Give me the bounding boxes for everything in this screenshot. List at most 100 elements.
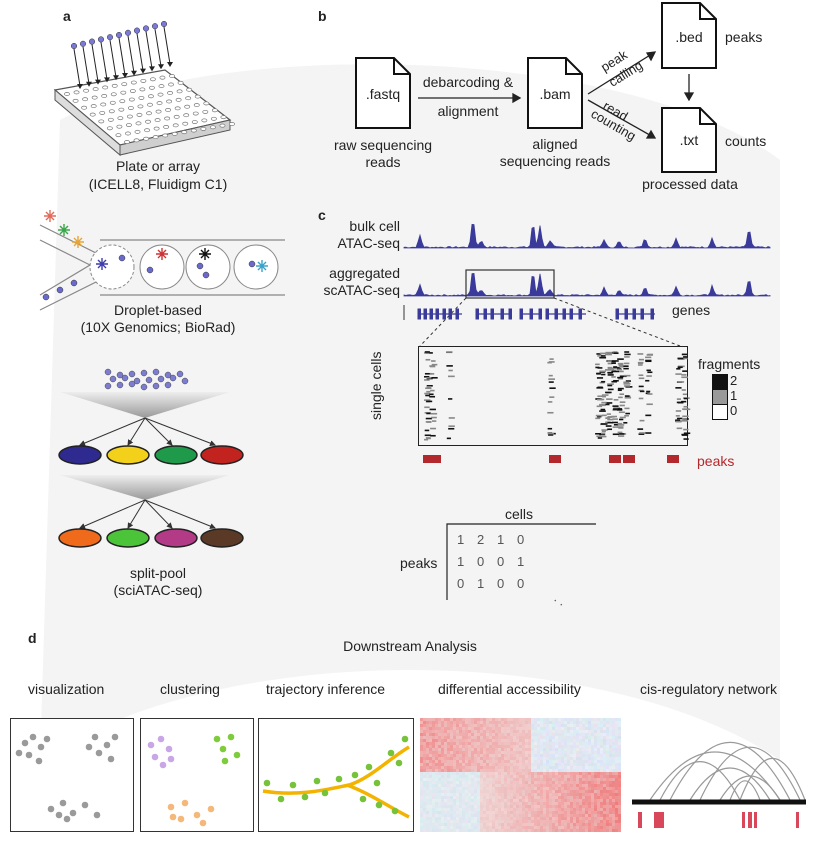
scatter-point bbox=[81, 801, 89, 809]
droplet-label: Droplet-based bbox=[114, 302, 202, 318]
trajectory-point bbox=[277, 795, 285, 803]
scatter-point bbox=[93, 811, 101, 819]
header-differential: differential accessibility bbox=[438, 681, 581, 697]
cluster-point bbox=[221, 757, 229, 765]
matrix-peaks-label: peaks bbox=[400, 555, 438, 571]
peak-region bbox=[796, 812, 799, 828]
plate-label: Plate or array bbox=[115, 158, 201, 174]
trajectory-point bbox=[335, 775, 343, 783]
plate-sub: (ICELL8, Fluidigm C1) bbox=[88, 176, 228, 192]
bed-label: .bed bbox=[675, 29, 703, 45]
split-pool-sub: (sciATAC-seq) bbox=[113, 582, 203, 598]
counts-output-label: counts bbox=[725, 133, 767, 149]
link-arc bbox=[739, 757, 806, 801]
bulk-track bbox=[403, 223, 771, 249]
link-arc bbox=[719, 775, 781, 801]
single-cell-fragments bbox=[424, 351, 691, 441]
step1-line1: debarcoding & bbox=[422, 74, 514, 90]
raw-reads-1: raw sequencing bbox=[333, 137, 433, 153]
panel-label-b: b bbox=[318, 8, 327, 24]
peak-region bbox=[654, 812, 664, 828]
header-trajectory: trajectory inference bbox=[266, 681, 386, 697]
fastq-file-icon: .fastq bbox=[356, 58, 410, 128]
matrix-cell: 0 bbox=[517, 576, 525, 591]
droplet-sub: (10X Genomics; BioRad) bbox=[80, 319, 236, 335]
raw-reads-2: reads bbox=[365, 154, 401, 170]
bed-file-icon: .bed bbox=[662, 3, 716, 68]
matrix-cell: 1 bbox=[477, 576, 485, 591]
peak-bar bbox=[623, 455, 635, 463]
panel-label-d: d bbox=[28, 630, 37, 646]
scatter-point bbox=[21, 739, 29, 747]
matrix-cell: 1 bbox=[517, 554, 525, 569]
cluster-point bbox=[199, 819, 207, 827]
trajectory-point bbox=[359, 795, 367, 803]
cluster-point bbox=[213, 735, 221, 743]
scatter-point bbox=[59, 799, 67, 807]
trajectory-point bbox=[263, 779, 271, 787]
cluster-point bbox=[147, 741, 155, 749]
genes-label: genes bbox=[672, 302, 711, 318]
header-clustering: clustering bbox=[160, 681, 220, 697]
peaks-red-label: peaks bbox=[697, 453, 735, 469]
cluster-point bbox=[233, 751, 241, 759]
scatter-point bbox=[95, 749, 103, 757]
gene-models bbox=[417, 308, 655, 320]
matrix-cell: 1 bbox=[457, 532, 465, 547]
peak-bar bbox=[423, 455, 441, 463]
link-arc bbox=[729, 780, 761, 801]
panel-label-a: a bbox=[63, 8, 71, 24]
single-cell-matrix bbox=[418, 346, 691, 446]
processed-data-label: processed data bbox=[642, 176, 738, 192]
scatter-point bbox=[107, 755, 115, 763]
legend-value-2: 2 bbox=[730, 373, 738, 388]
downstream-title: Downstream Analysis bbox=[343, 638, 477, 654]
scatter-point bbox=[91, 733, 99, 741]
link-arc bbox=[649, 751, 781, 801]
aggregated-track bbox=[403, 273, 771, 297]
link-arc bbox=[659, 761, 741, 801]
matrix-cell: 0 bbox=[517, 532, 525, 547]
trajectory-point bbox=[313, 777, 321, 785]
cluster-point bbox=[193, 811, 201, 819]
panel-label-c: c bbox=[318, 207, 326, 223]
trajectory-point bbox=[375, 801, 383, 809]
cluster-point bbox=[169, 813, 177, 821]
trajectory-line bbox=[262, 745, 410, 795]
scatter-point bbox=[63, 815, 71, 823]
header-visualization: visualization bbox=[28, 681, 105, 697]
trajectory-point bbox=[373, 779, 381, 787]
scatter-point bbox=[69, 809, 77, 817]
trajectory-point bbox=[401, 735, 409, 743]
cluster-point bbox=[151, 753, 159, 761]
clustering-plot bbox=[140, 718, 254, 832]
trajectory-point bbox=[301, 793, 309, 801]
peak-region bbox=[638, 812, 642, 828]
trajectory-point bbox=[391, 807, 399, 815]
matrix-cell: 0 bbox=[497, 576, 505, 591]
txt-label: .txt bbox=[679, 132, 699, 148]
trajectory-point bbox=[395, 759, 403, 767]
step1-line2: alignment bbox=[437, 103, 499, 119]
matrix-cell: 0 bbox=[457, 576, 465, 591]
legend-value-0: 0 bbox=[730, 403, 738, 418]
cluster-point bbox=[167, 803, 175, 811]
bam-label: .bam bbox=[539, 86, 571, 102]
differential-heatmap bbox=[420, 718, 621, 832]
matrix-cell: 0 bbox=[497, 554, 505, 569]
fastq-label: .fastq bbox=[365, 86, 401, 102]
matrix-cell: 1 bbox=[497, 532, 505, 547]
aligned-2: sequencing reads bbox=[499, 153, 611, 169]
cluster-point bbox=[157, 735, 165, 743]
cluster-point bbox=[167, 755, 175, 763]
visualization-plot bbox=[10, 718, 134, 832]
scatter-point bbox=[103, 741, 111, 749]
scatter-point bbox=[55, 811, 63, 819]
cluster-point bbox=[177, 815, 185, 823]
matrix-cell: 0 bbox=[477, 554, 485, 569]
link-arc bbox=[699, 746, 801, 801]
